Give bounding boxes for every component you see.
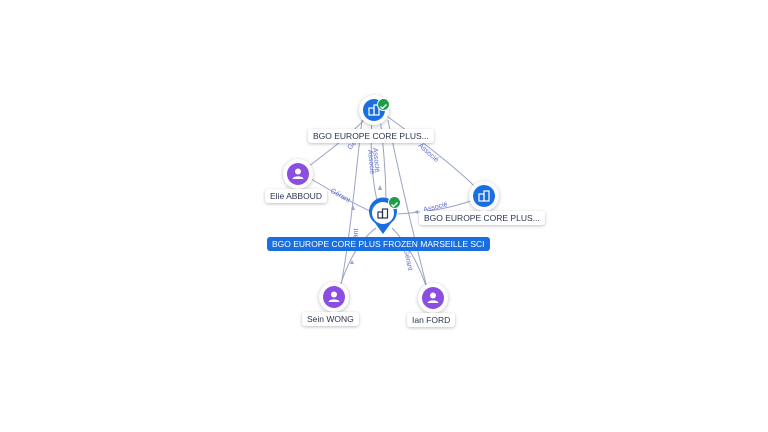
edge-top-to-center-associe-right [379, 117, 387, 206]
company-bubble [473, 185, 495, 207]
person-bubble [287, 163, 309, 185]
arrowhead [414, 210, 418, 214]
edge-ian-to-center-gerant [391, 227, 429, 293]
center-node[interactable] [366, 196, 401, 236]
person-label-sein[interactable]: Sein WONG [302, 312, 359, 326]
edge-top-to-center-associe-left [370, 117, 379, 206]
person-node-sein[interactable] [319, 282, 349, 312]
verified-check-icon [377, 98, 390, 111]
person-bubble [323, 286, 345, 308]
person-icon [292, 168, 304, 179]
company-node-top[interactable] [359, 95, 390, 125]
edge-label-associe: Associé [366, 149, 376, 174]
person-node-ian[interactable] [418, 283, 448, 313]
arrowhead [351, 205, 355, 210]
person-label-ian[interactable]: Ian FORD [407, 313, 456, 327]
arrowhead [378, 185, 382, 190]
company-node-right[interactable] [469, 181, 499, 211]
center-label[interactable]: BGO EUROPE CORE PLUS FROZEN MARSEILLE SC… [267, 237, 490, 251]
building-icon [478, 190, 490, 202]
edge-label-associe: Associé [371, 147, 381, 172]
edge-elie-to-center-gerant [305, 175, 373, 213]
company-label-top[interactable]: BGO EUROPE CORE PLUS... [308, 129, 434, 143]
building-icon [377, 208, 389, 219]
person-node-elie[interactable] [283, 159, 313, 189]
edge-label-gerant: Gérant [329, 188, 351, 205]
person-bubble [422, 287, 444, 309]
person-icon [328, 291, 340, 302]
person-icon [427, 292, 439, 303]
edge-label-gerant: Gérant [402, 249, 413, 271]
person-label-elie[interactable]: Elie ABBOUD [265, 189, 327, 203]
company-label-right[interactable]: BGO EUROPE CORE PLUS... [419, 211, 545, 225]
edge-right-to-center-associe [397, 199, 475, 215]
arrowhead [350, 260, 354, 264]
verified-check-icon [388, 196, 401, 209]
